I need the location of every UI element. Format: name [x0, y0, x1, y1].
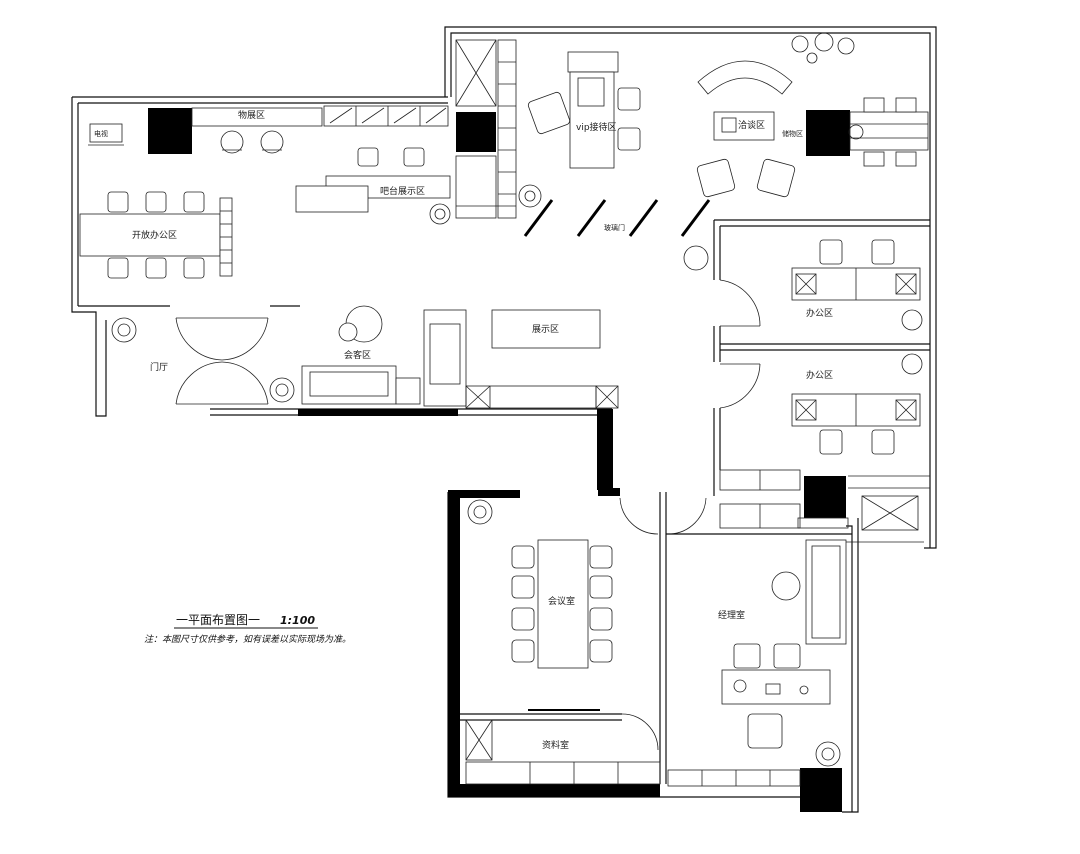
- negotiation-area: 洽谈区: [696, 60, 796, 198]
- label-entrance: 门厅: [150, 361, 168, 373]
- label-office-1: 办公区: [806, 307, 833, 319]
- label-storage-right: 储物区: [782, 129, 803, 138]
- conference-room: 会议室: [460, 492, 707, 784]
- plant-icon: [111, 184, 542, 403]
- label-meeting-corner: 会客区: [344, 349, 371, 361]
- drawing-title: 一平面布置图一: [176, 613, 260, 627]
- meeting-corner: 会客区: [301, 305, 467, 407]
- showcase: 展示区: [491, 309, 601, 349]
- center-cabinets: [455, 39, 517, 219]
- label-showcase: 展示区: [532, 324, 559, 335]
- label-display-cabinet: 物展区: [238, 109, 265, 121]
- plant-cluster-icon: [791, 32, 855, 64]
- label-conference: 会议室: [548, 595, 575, 607]
- entrance-doors: 门厅: [150, 317, 269, 405]
- drawing-note: 注：本图尺寸仅供参考，如有误差以实际现场为准。: [144, 634, 351, 645]
- materials-room: 资料室: [465, 719, 661, 785]
- label-glass-partition: 玻璃门: [604, 223, 625, 232]
- display-counter: 物展区: [191, 105, 449, 127]
- office-2: 办公区: [791, 353, 923, 455]
- label-negotiation: 洽谈区: [738, 119, 765, 131]
- manager-room: 经理室: [666, 533, 852, 787]
- label-tv: 电视: [94, 129, 108, 138]
- label-vip-reception: vip接待区: [576, 121, 617, 133]
- glass-partitions: 玻璃门: [523, 199, 711, 237]
- office-1: 办公区: [683, 239, 923, 331]
- bar-display: 吧台展示区: [295, 147, 451, 213]
- drawing-scale: 1:100: [280, 614, 315, 627]
- label-open-office: 开放办公区: [132, 229, 177, 241]
- storage-right: 储物区: [782, 97, 929, 167]
- tv-unit: 电视: [88, 123, 124, 146]
- lower-right-storage: [719, 469, 930, 543]
- open-office: 开放办公区: [79, 191, 233, 279]
- bottom-counter: [465, 385, 619, 409]
- label-bar-display: 吧台展示区: [380, 185, 425, 197]
- label-manager: 经理室: [718, 609, 745, 621]
- vip-reception: vip接待区: [527, 51, 641, 169]
- stools: [220, 130, 284, 154]
- label-materials: 资料室: [542, 739, 569, 751]
- drawing-title-block: 一平面布置图一 1:100 注：本图尺寸仅供参考，如有误差以实际现场为准。: [144, 613, 351, 645]
- outer-walls: [71, 26, 937, 813]
- label-office-2: 办公区: [806, 369, 833, 381]
- office-walls: [713, 219, 930, 496]
